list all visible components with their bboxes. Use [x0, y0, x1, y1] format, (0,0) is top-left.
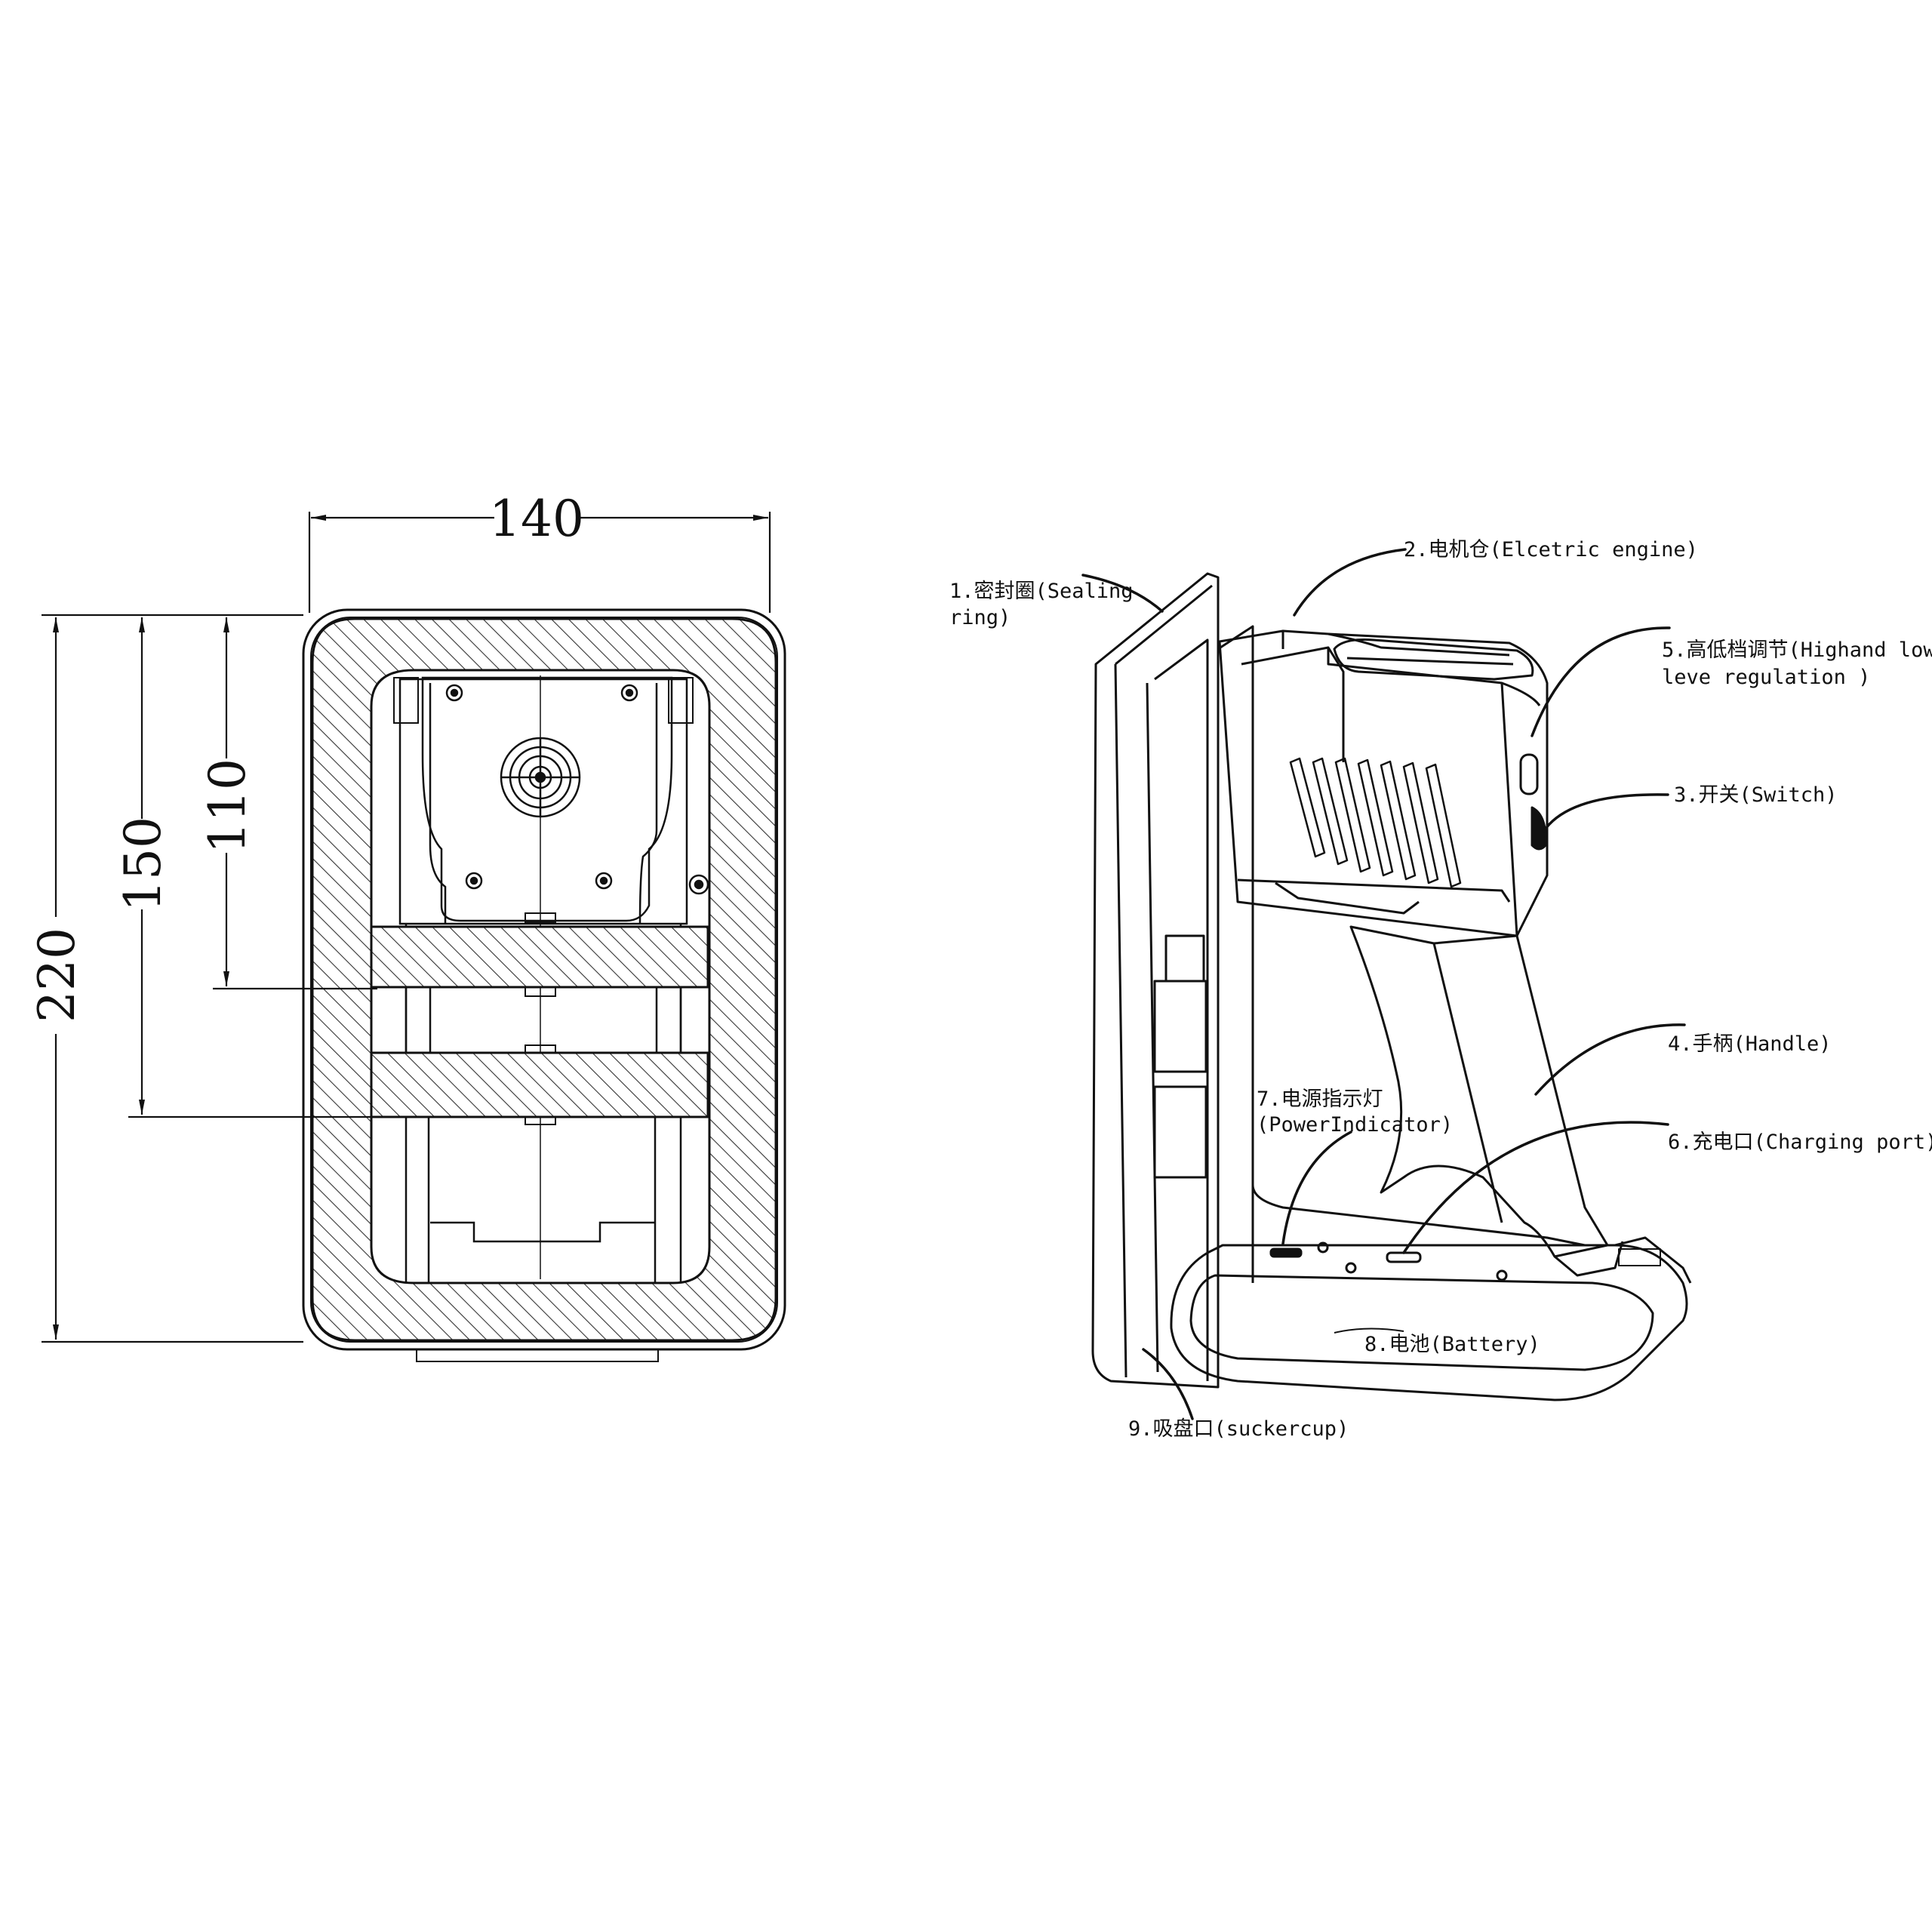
callout-labels: 1.密封圈(Sealing ring) 2.电机仓(Elcetric engin…: [949, 538, 1932, 1441]
sealing-frame-hatch: [311, 617, 777, 1342]
dim-height-110-label: 110: [198, 758, 257, 854]
strap-lower: [370, 1051, 709, 1118]
callout-power-indicator: 7.电源指示灯 (PowerIndicator): [1257, 1088, 1453, 1137]
screw-icons: [445, 684, 709, 895]
callout-handle: 4.手柄(Handle): [1668, 1032, 1832, 1056]
regulation-knob: [1519, 753, 1539, 795]
battery-mark: [1334, 1327, 1404, 1334]
dimension-lines: [42, 512, 771, 1343]
callout-regulation: 5.高低档调节(Highand low leve regulation ): [1662, 638, 1932, 689]
handle-shape: [1349, 925, 1609, 1258]
callout-electric-engine: 2.电机仓(Elcetric engine): [1404, 538, 1698, 561]
callout-suckercup: 9.吸盘口(suckercup): [1128, 1417, 1349, 1441]
switch-button: [1531, 806, 1547, 851]
side-view: [1091, 572, 1692, 1401]
leader-lines: [1081, 548, 1686, 1420]
dim-width-label: 140: [489, 490, 584, 548]
dim-height-150-label: 150: [114, 817, 172, 912]
callout-battery: 8.电池(Battery): [1364, 1333, 1540, 1356]
front-view: [302, 608, 786, 1362]
dim-height-220-label: 220: [28, 928, 86, 1023]
callout-charging-port: 6.充电口(Charging port): [1668, 1131, 1932, 1154]
callout-switch: 3.开关(Switch): [1674, 783, 1838, 807]
battery-pack: [1170, 1244, 1688, 1401]
strap-upper: [370, 925, 709, 989]
vent-slots: [1289, 757, 1462, 888]
callout-sealing-ring: 1.密封圈(Sealing ring): [949, 580, 1146, 629]
